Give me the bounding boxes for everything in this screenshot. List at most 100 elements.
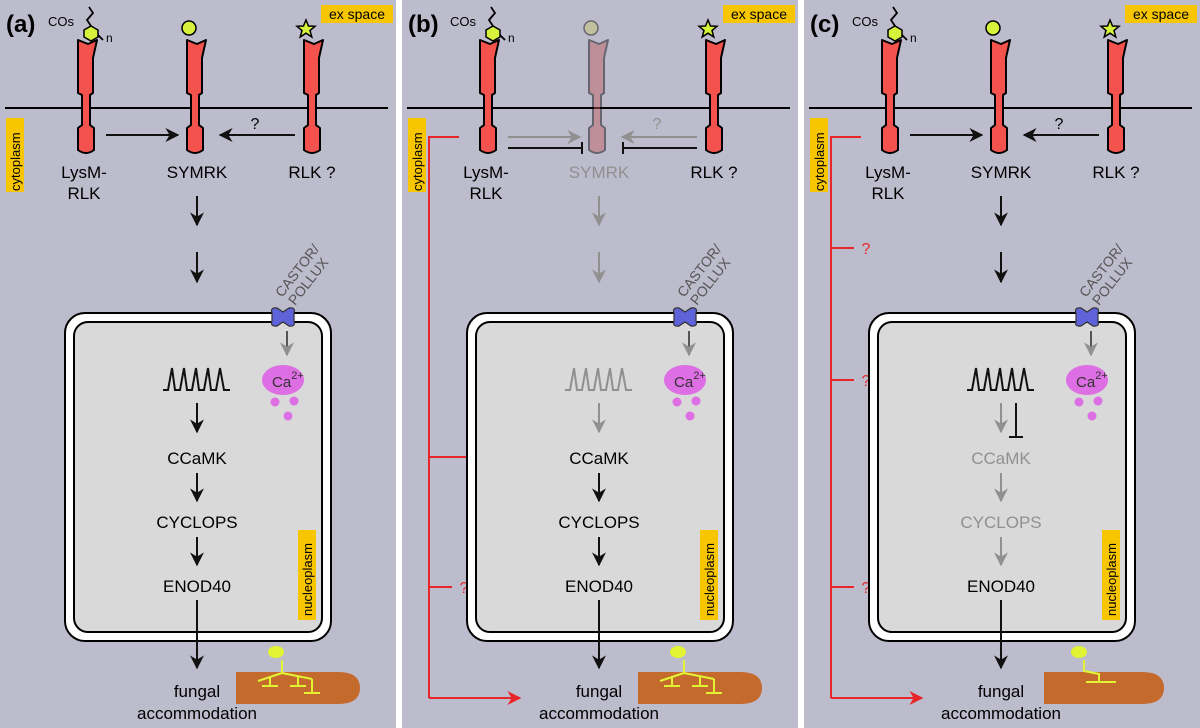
root-cell-icon (1044, 672, 1164, 704)
enod40-label: ENOD40 (163, 577, 231, 596)
calcium-ion-dot (685, 411, 695, 421)
cytoplasm-label: cytoplasm (410, 132, 425, 191)
rlk-label: RLK ? (1092, 163, 1139, 182)
panel-letter: (b) (408, 11, 439, 38)
lysm-rlk-label-1: LysM- (61, 163, 107, 182)
lysm-rlk-receptor-icon (479, 39, 500, 154)
cyclops-label: CYCLOPS (156, 513, 237, 532)
nucleoplasm-label: nucleoplasm (702, 543, 717, 616)
cytoplasm-label-bg (408, 118, 426, 192)
castor-pollux-channel-icon (672, 307, 698, 327)
accommodation-label: accommodation (137, 704, 257, 723)
cytoplasm-label-bg (6, 118, 24, 192)
cos-chain-icon (889, 6, 908, 41)
symrk-label: SYMRK (167, 163, 228, 182)
lysm-rlk-label-2: RLK (67, 184, 101, 203)
rlk-label: RLK ? (690, 163, 737, 182)
arbuscule-hypha-icon (659, 660, 722, 694)
accommodation-label: accommodation (539, 704, 659, 723)
nucleoplasm-label-bg (700, 530, 718, 620)
symrk-ligand-circle-icon (985, 20, 1001, 36)
symrk-receptor-icon (990, 39, 1011, 154)
cos-label: COs (48, 14, 75, 29)
calcium-ion-dot (672, 397, 682, 407)
fungal-label: fungal (174, 682, 220, 701)
rlk-ligand-star-icon (697, 18, 719, 39)
red-question-mark: ? (460, 580, 469, 597)
ex-space-label-bg (1125, 5, 1197, 23)
ex-space-label: ex space (731, 6, 787, 22)
panel-letter: (a) (6, 11, 35, 38)
panel-b: (b) ex space cytoplasm COs n ? LysM- RLK… (402, 0, 798, 728)
rlk-question-mark: ? (1055, 116, 1064, 133)
lysm-rlk-label-1: LysM- (865, 163, 911, 182)
root-cell-icon (236, 672, 360, 704)
calcium-ion-dot (283, 411, 293, 421)
cos-n-label: n (508, 31, 515, 45)
rlk-ligand-star-icon (295, 18, 317, 39)
cos-label: COs (852, 14, 879, 29)
rlk-receptor-icon (705, 39, 726, 154)
hypha-icon (1083, 660, 1116, 683)
calcium-ion-dot (270, 397, 280, 407)
symrk-label: SYMRK (971, 163, 1032, 182)
panel-a: (a) ex space cytoplasm COs n ? LysM- RLK… (0, 0, 396, 728)
enod40-label: ENOD40 (565, 577, 633, 596)
calcium-spiking-icon (163, 367, 230, 391)
spore-icon (268, 646, 284, 658)
cytoplasm-label: cytoplasm (8, 132, 23, 191)
nucleoplasm-label: nucleoplasm (300, 543, 315, 616)
panel-letter: (c) (810, 11, 839, 38)
spore-icon (1071, 646, 1087, 658)
calcium-store-icon (664, 365, 706, 395)
cos-chain-icon (487, 6, 506, 41)
lysm-rlk-label-2: RLK (469, 184, 503, 203)
cytoplasm-label: cytoplasm (812, 132, 827, 191)
red-bypass-line (428, 136, 459, 698)
ex-space-label-bg (723, 5, 795, 23)
calcium-store-icon (262, 365, 304, 395)
cytoplasm-label-bg (810, 118, 828, 192)
cyclops-label: CYCLOPS (960, 513, 1041, 532)
spore-icon (670, 646, 686, 658)
accommodation-label: accommodation (941, 704, 1061, 723)
red-bypass-line (830, 136, 861, 698)
red-question-mark: ? (862, 241, 871, 258)
nucleoplasm-label-bg (298, 530, 316, 620)
symrk-ligand-circle-icon (181, 20, 197, 36)
fungal-label: fungal (978, 682, 1024, 701)
calcium-label: Ca2+ (674, 370, 706, 391)
calcium-ion-dot (1074, 397, 1084, 407)
castor-pollux-channel-icon (1074, 307, 1100, 327)
calcium-spiking-icon (565, 367, 632, 391)
rlk-question-mark: ? (653, 116, 662, 133)
ccamk-label: CCaMK (569, 449, 629, 468)
enod40-label: ENOD40 (967, 577, 1035, 596)
ex-space-label-bg (321, 5, 393, 23)
calcium-label: Ca2+ (1076, 370, 1108, 391)
cos-hexagon-icon (887, 25, 903, 42)
ccamk-label: CCaMK (971, 449, 1031, 468)
symrk-label: SYMRK (569, 163, 630, 182)
lysm-rlk-receptor-icon (881, 39, 902, 154)
calcium-ion-dot (1087, 411, 1097, 421)
cos-hexagon-icon (83, 25, 99, 42)
nucleoplasm-label: nucleoplasm (1104, 543, 1119, 616)
nucleoplasm-label-bg (1102, 530, 1120, 620)
cos-chain-icon (85, 6, 104, 41)
fungal-label: fungal (576, 682, 622, 701)
rlk-receptor-icon (303, 39, 324, 154)
rlk-ligand-star-icon (1099, 18, 1121, 39)
calcium-ion-dot (691, 396, 701, 406)
panel-c: (c) ex space cytoplasm COs n ? LysM- RLK… (804, 0, 1200, 728)
cos-hexagon-icon (485, 25, 501, 42)
castor-pollux-channel-icon (270, 307, 296, 327)
ex-space-label: ex space (1133, 6, 1189, 22)
cyclops-label: CYCLOPS (558, 513, 639, 532)
rlk-receptor-icon (1107, 39, 1128, 154)
lysm-rlk-label-2: RLK (871, 184, 905, 203)
calcium-spiking-icon (967, 367, 1034, 391)
ex-space-label: ex space (329, 6, 385, 22)
calcium-ion-dot (1093, 396, 1103, 406)
